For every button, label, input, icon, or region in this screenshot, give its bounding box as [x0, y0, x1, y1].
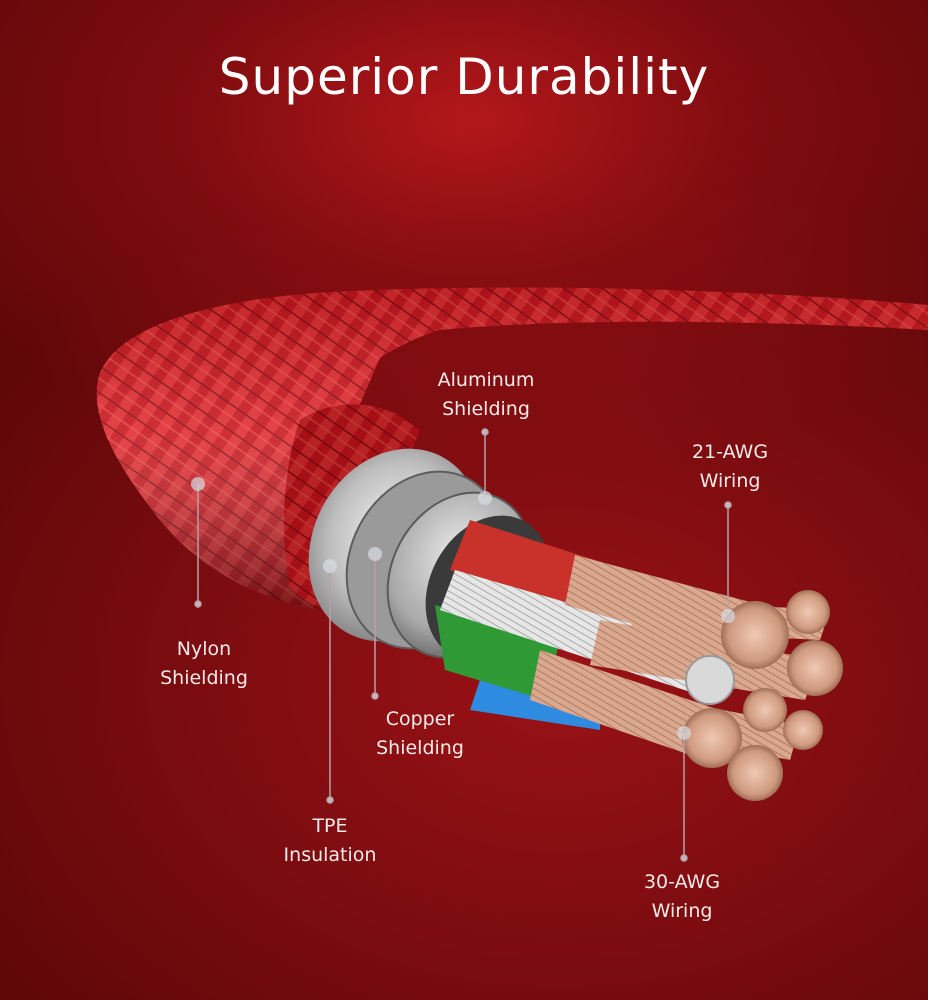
label-aluminum-line1: Aluminum	[437, 369, 535, 391]
label-tpe-line2: Insulation	[283, 844, 377, 866]
label-30awg-line1: 30-AWG	[643, 871, 721, 893]
label-nylon-line2: Shielding	[160, 667, 248, 689]
page-title: Superior Durability	[218, 48, 710, 106]
label-30awg-wiring: 30-AWG Wiring	[612, 868, 752, 926]
label-copper-line2: Shielding	[376, 737, 464, 759]
blue-wire	[470, 680, 600, 730]
green-wire	[435, 605, 560, 700]
label-copper-shielding: Copper Shielding	[350, 705, 490, 763]
label-21awg-line2: Wiring	[699, 470, 761, 492]
wire-end-21awg-main	[721, 601, 789, 669]
label-tpe-line1: TPE	[312, 815, 348, 837]
label-nylon-line1: Nylon	[176, 638, 232, 660]
label-30awg-line2: Wiring	[651, 900, 713, 922]
label-aluminum-line2: Shielding	[442, 398, 530, 420]
label-copper-line1: Copper	[385, 708, 455, 730]
label-aluminum-shielding: Aluminum Shielding	[416, 366, 556, 424]
red-wire	[450, 520, 595, 610]
label-nylon-shielding: Nylon Shielding	[134, 635, 274, 693]
label-21awg-line1: 21-AWG	[691, 441, 769, 463]
leader-lines	[191, 428, 735, 862]
label-tpe-insulation: TPE Insulation	[260, 812, 400, 870]
label-21awg-wiring: 21-AWG Wiring	[660, 438, 800, 496]
